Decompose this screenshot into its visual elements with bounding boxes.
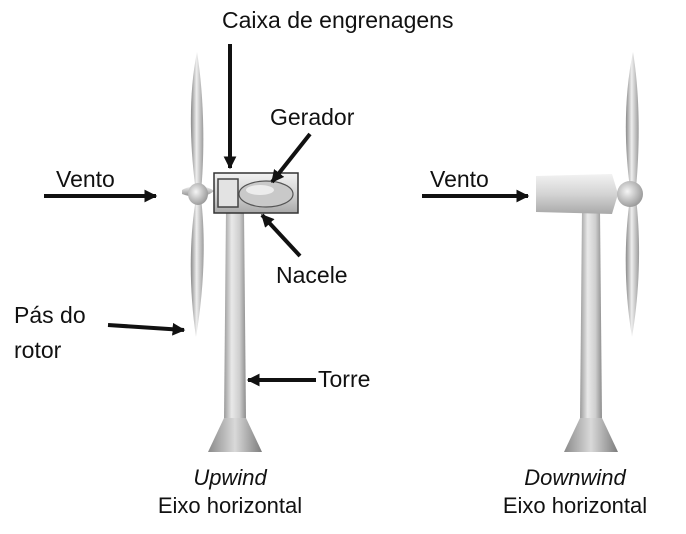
nacelle-label: Nacele xyxy=(276,262,348,288)
downwind-caption-title: Downwind xyxy=(524,465,626,490)
wind-right-label: Vento xyxy=(430,166,489,192)
right-blade-upper xyxy=(625,52,639,188)
upwind-turbine xyxy=(182,52,299,452)
rotor-blades-arrow xyxy=(107,322,186,336)
downwind-caption: Downwind Eixo horizontal xyxy=(470,464,680,520)
upwind-caption: Upwind Eixo horizontal xyxy=(115,464,345,520)
left-hub xyxy=(188,183,208,205)
right-blade-lower xyxy=(625,198,640,337)
gearbox-label: Caixa de engrenagens xyxy=(222,7,454,33)
left-blade-upper xyxy=(190,52,204,192)
downwind-caption-subtitle: Eixo horizontal xyxy=(502,493,648,518)
generator-arrow xyxy=(270,132,312,184)
generator-label: Gerador xyxy=(270,104,355,130)
tower-label: Torre xyxy=(318,366,371,392)
nacelle-arrow xyxy=(260,213,302,258)
left-gearbox xyxy=(217,178,239,208)
left-generator-highlight xyxy=(246,185,274,195)
right-nacelle xyxy=(536,174,618,214)
downwind-turbine xyxy=(536,52,643,452)
wind-left-label: Vento xyxy=(56,166,115,192)
right-hub xyxy=(617,181,643,207)
upwind-caption-title: Upwind xyxy=(193,465,267,490)
left-tower-base xyxy=(208,418,262,452)
upwind-caption-subtitle: Eixo horizontal xyxy=(157,493,303,518)
left-blade-lower xyxy=(190,198,204,337)
right-tower-base xyxy=(564,418,618,452)
right-tower xyxy=(580,210,602,420)
rotor-blades-label-line2: rotor xyxy=(14,337,62,363)
left-tower xyxy=(224,210,246,420)
rotor-blades-label-line1: Pás do xyxy=(14,302,86,328)
